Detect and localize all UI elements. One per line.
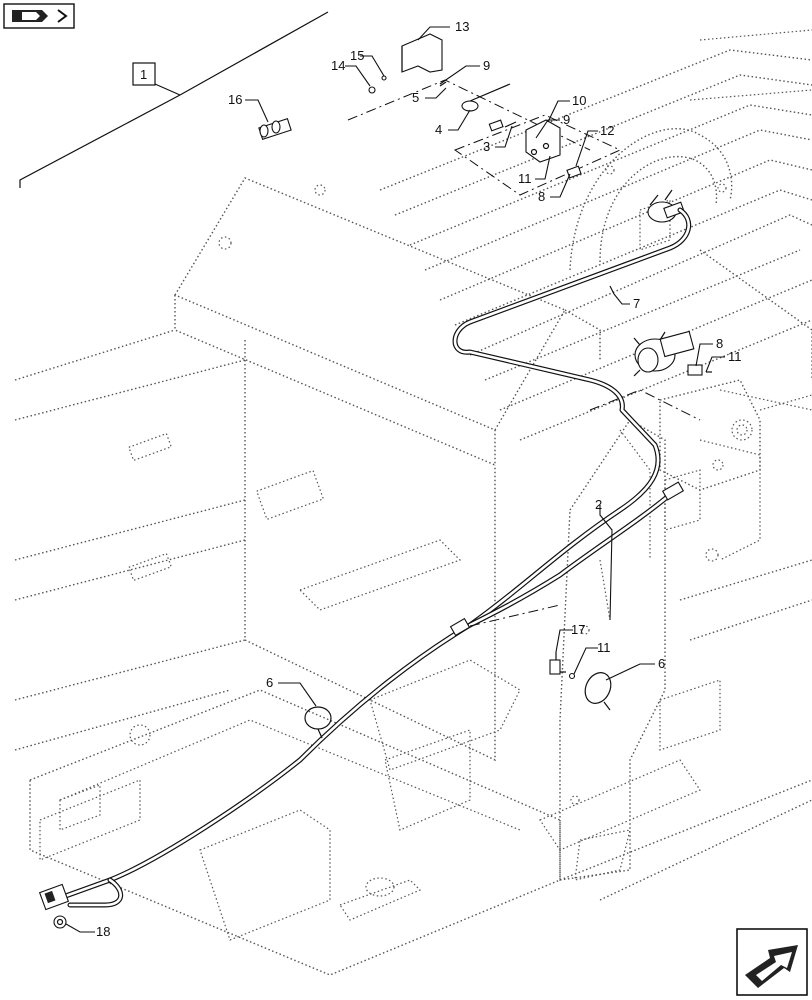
cable-tie-left: [304, 706, 332, 739]
wheel-guard: [569, 128, 733, 271]
cable-tie-right: [584, 672, 612, 711]
assembly-bracket: [19, 11, 329, 188]
callout-13: 13: [455, 19, 469, 34]
callout-9b: 9: [563, 112, 570, 127]
callout-7: 7: [633, 296, 640, 311]
conveyor-deck: [379, 29, 812, 641]
callout-11b: 11: [728, 349, 742, 364]
callout-3: 3: [483, 139, 490, 154]
book-arrow-icon[interactable]: [3, 3, 75, 29]
callout-11a: 11: [518, 171, 532, 186]
callout-10: 10: [572, 93, 586, 108]
main-beam: [14, 177, 601, 762]
callout-8b: 8: [716, 336, 723, 351]
callout-11c: 11: [597, 640, 611, 655]
assembly-callout: 1: [140, 67, 147, 82]
next-page-arrow-icon[interactable]: [736, 928, 808, 996]
sprocket-sensor-lower: [633, 330, 695, 377]
callout-2: 2: [595, 497, 602, 512]
callout-5: 5: [412, 90, 419, 105]
callout-18: 18: [96, 924, 110, 939]
side-plate: [559, 419, 666, 881]
callout-6a: 6: [266, 675, 273, 690]
callout-16: 16: [228, 92, 242, 107]
wiring-harness: [57, 207, 692, 908]
callout-12: 12: [600, 123, 614, 138]
callout-4: 4: [435, 122, 442, 137]
leader-lines: [65, 26, 725, 933]
harness-connector: [38, 883, 70, 929]
callout-6b: 6: [658, 656, 665, 671]
lower-frame: [29, 539, 812, 976]
drive-mechanism: [659, 379, 812, 562]
exploded-parts: [258, 33, 712, 680]
callout-labels: 1 13 15 14 16 9 5 4 10 9 12 3 11 8 7 8 1…: [96, 19, 742, 939]
callout-9a: 9: [483, 58, 490, 73]
callout-17: 17: [571, 622, 585, 637]
callout-14: 14: [331, 58, 345, 73]
callout-8a: 8: [538, 189, 545, 204]
callout-15: 15: [350, 48, 364, 63]
sprocket-sensor-upper: [647, 189, 685, 223]
